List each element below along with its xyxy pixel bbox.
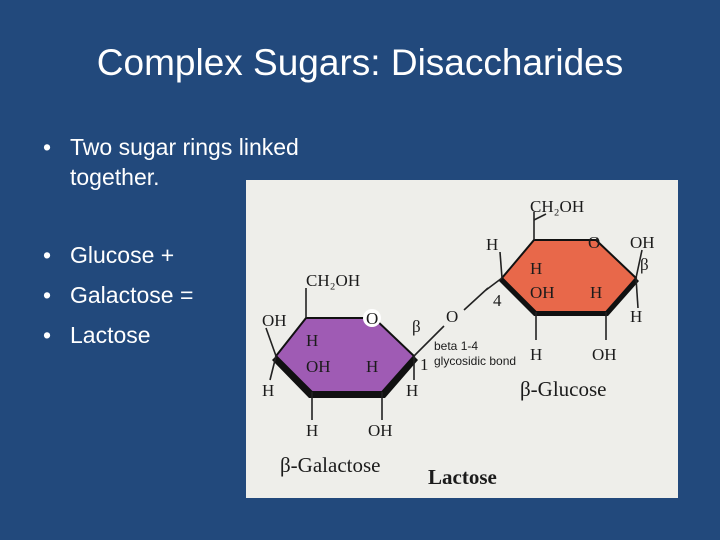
galactose-ring-oxygen: O — [366, 309, 378, 328]
glucose-carbon-number: 4 — [493, 291, 502, 310]
glucose-h-bottom: H — [530, 345, 542, 364]
glucose-beta-label: β — [640, 255, 649, 274]
glucose-h-left-top: H — [486, 235, 498, 254]
glucose-name-label: β-Glucose — [520, 377, 607, 401]
linkage-beta-label: β — [412, 317, 421, 336]
galactose-oh-bottom: OH — [368, 421, 393, 440]
bullet-list: Two sugar rings linked together. Glucose… — [40, 132, 350, 350]
glucose-oh-top-right: OH — [630, 233, 655, 252]
bullet-item: Lactose — [40, 320, 350, 350]
galactose-h-right: H — [406, 381, 418, 400]
galactose-carbon-number: 1 — [420, 355, 429, 374]
glucose-ring-oxygen: O — [588, 233, 600, 252]
lactose-caption: Lactose — [428, 465, 497, 489]
galactose-h-inner-top: H — [306, 331, 318, 350]
lactose-structure-diagram: CH₂OH O OH β H H OH H 4 H H OH β-Glucose… — [262, 197, 655, 489]
bullet-item: Glucose + — [40, 240, 350, 270]
glucose-h-inner-right: H — [590, 283, 602, 302]
bond-name-line1: beta 1-4 — [434, 339, 478, 353]
galactose-oh-left: OH — [262, 311, 287, 330]
galactose-h-left: H — [262, 381, 274, 400]
galactose-name-label: β-Galactose — [280, 453, 380, 477]
galactose-ch2oh-label: CH₂OH — [306, 271, 360, 290]
bond-lines — [265, 212, 643, 420]
galactose-h-bottom: H — [306, 421, 318, 440]
glucose-oh-inner: OH — [530, 283, 555, 302]
glucose-h-inner: H — [530, 259, 542, 278]
galactose-h-inner-right: H — [366, 357, 378, 376]
slide-title: Complex Sugars: Disaccharides — [96, 42, 624, 83]
galactose-oh-inner: OH — [306, 357, 331, 376]
bullet-item: Galactose = — [40, 280, 350, 310]
glycosidic-oxygen: O — [446, 307, 458, 326]
glucose-ch2oh-label: CH₂OH — [530, 197, 584, 216]
bullet-item: Two sugar rings linked together. — [40, 132, 350, 192]
glucose-h-right: H — [630, 307, 642, 326]
galactose-ring-oxygen-bg — [363, 309, 381, 327]
bond-name-line2: glycosidic bond — [434, 354, 516, 368]
lactose-figure: CH₂OH O OH β H H OH H 4 H H OH β-Glucose… — [246, 180, 678, 498]
glucose-oh-bottom: OH — [592, 345, 617, 364]
